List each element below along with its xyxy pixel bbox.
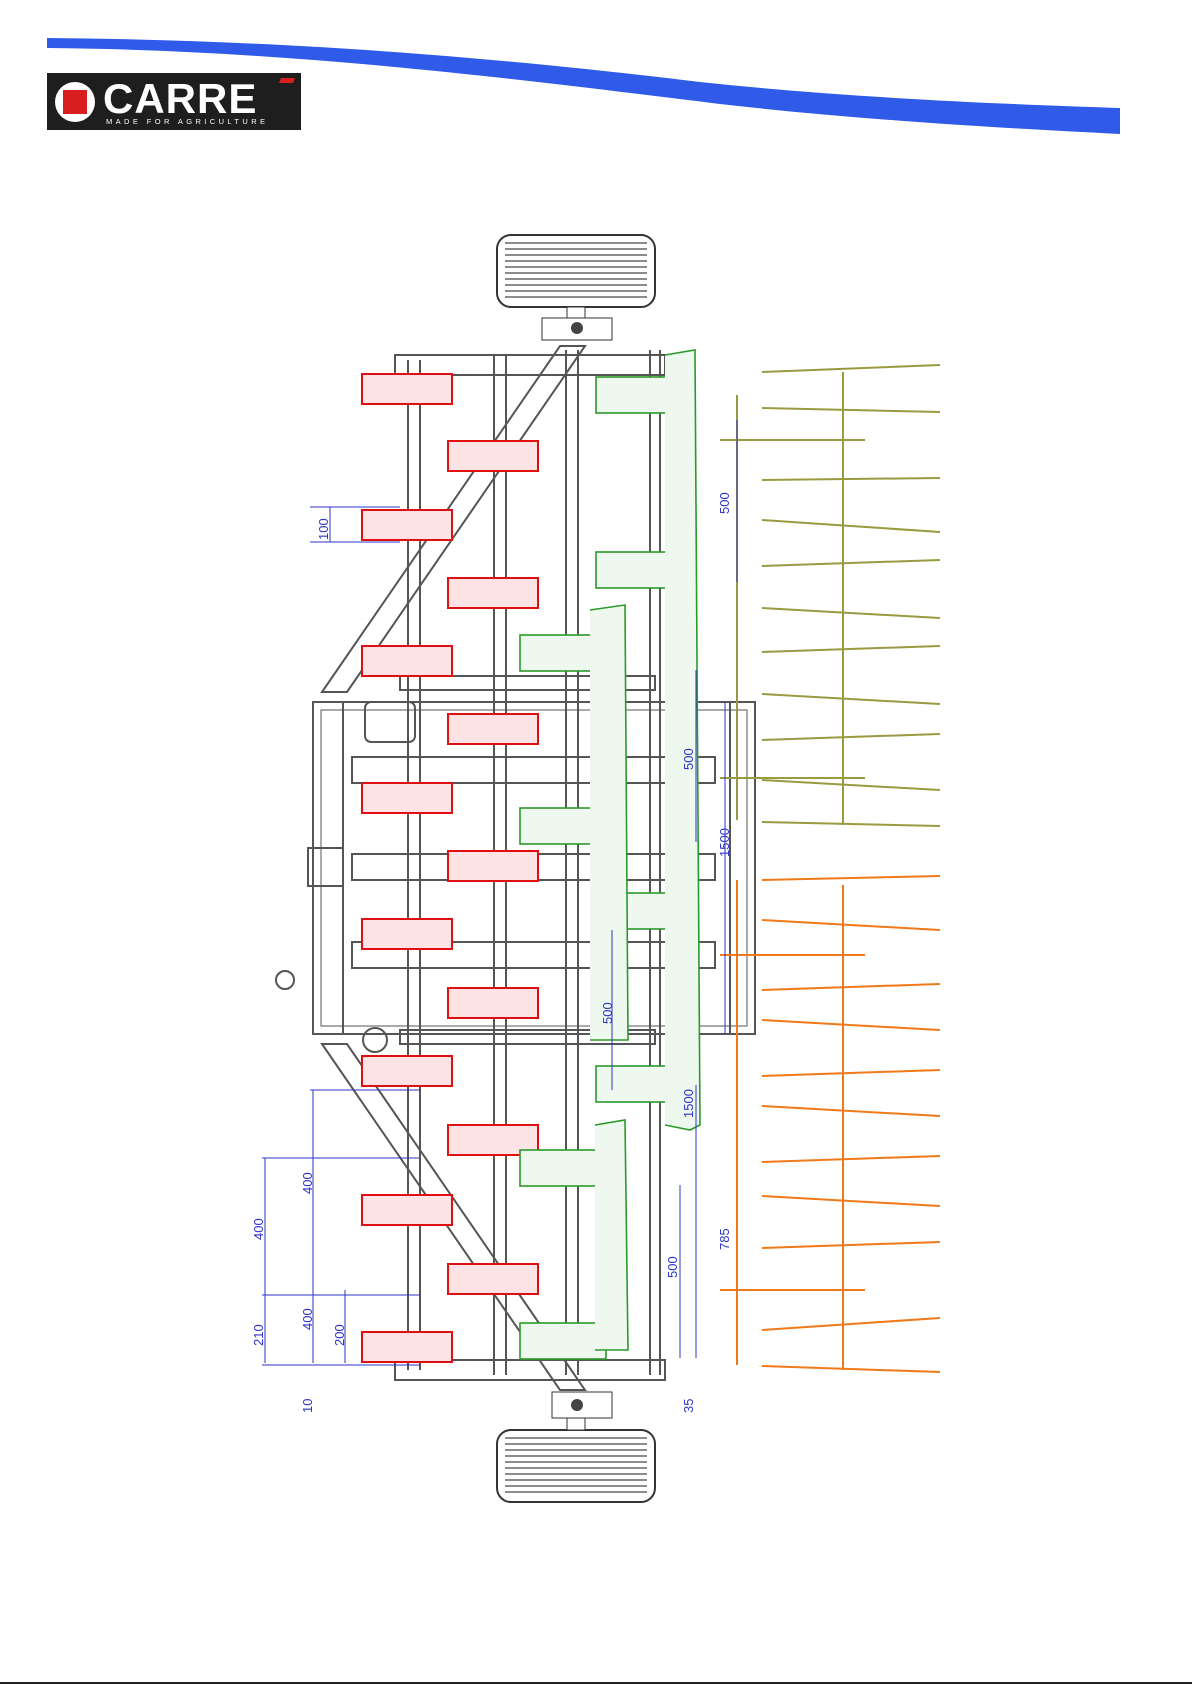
dim-label: 1500 [681, 1089, 696, 1118]
dim-label: 210 [251, 1324, 266, 1346]
dim-label: 10 [300, 1399, 315, 1413]
dim-label: 400 [300, 1308, 315, 1330]
wheel-top [497, 235, 655, 340]
dim-label: 500 [717, 492, 732, 514]
dim-label: 100 [316, 518, 331, 540]
dim-label: 500 [681, 748, 696, 770]
dim-label: 200 [332, 1324, 347, 1346]
dim-label: 400 [300, 1172, 315, 1194]
wheel-bottom [497, 1392, 655, 1502]
bottom-rule [0, 1682, 1192, 1684]
harrow-upper [720, 365, 940, 826]
dim-label: 1500 [717, 828, 732, 857]
dim-label: 500 [600, 1002, 615, 1024]
dim-label: 500 [665, 1256, 680, 1278]
dim-label: 785 [717, 1228, 732, 1250]
dim-label: 400 [251, 1218, 266, 1240]
dim-label: 35 [681, 1399, 696, 1413]
harrow-lower [720, 876, 940, 1372]
shank-row [362, 374, 538, 1362]
